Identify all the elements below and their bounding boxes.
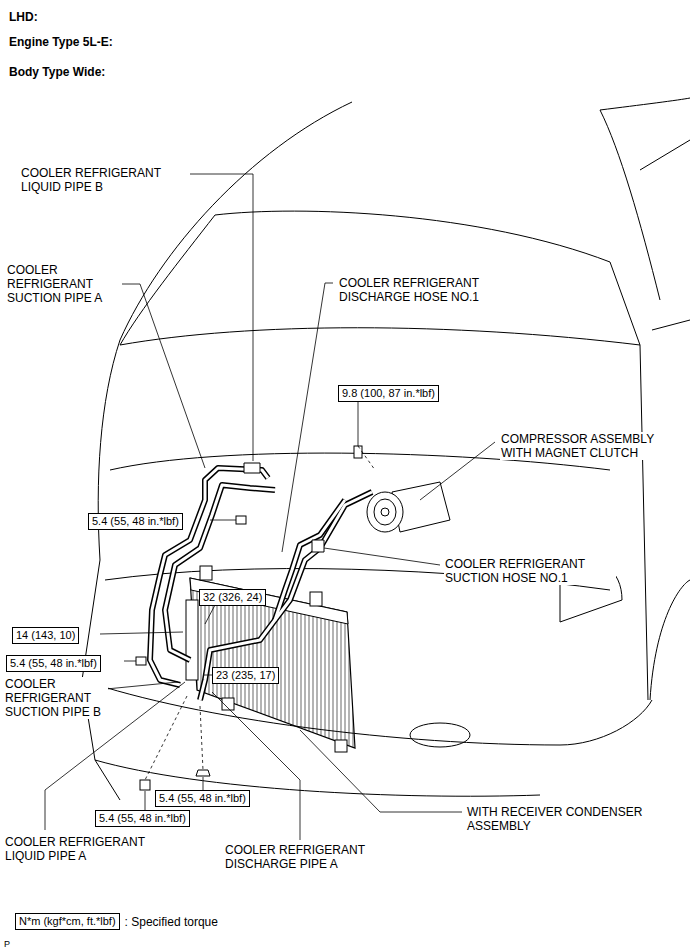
torque-value: 23 (235, 17) — [216, 669, 275, 681]
torque-box: 32 (326, 24) — [199, 589, 266, 606]
torque-box: 5.4 (55, 48 in.*lbf) — [6, 655, 101, 672]
torque-value: 5.4 (55, 48 in.*lbf) — [10, 657, 97, 669]
header-text: Engine Type 5L-E: — [8, 35, 114, 49]
torque-box: 5.4 (55, 48 in.*lbf) — [155, 790, 250, 807]
part-name: WITH RECEIVER CONDENSER ASSEMBLY — [466, 805, 668, 833]
torque-value: 32 (326, 24) — [203, 591, 262, 603]
torque-value: N*m (kgf*cm, ft.*lbf) — [19, 915, 116, 927]
bolts — [136, 516, 246, 790]
part-name: COOLER REFRIGERANT DISCHARGE PIPE A — [224, 843, 386, 871]
leader-lines — [45, 174, 495, 840]
torque-value: 14 (143, 10) — [16, 629, 75, 641]
torque-box: 9.8 (100, 87 in.*lbf) — [338, 385, 439, 402]
part-name: COOLER REFRIGERANT LIQUID PIPE A — [4, 835, 166, 863]
legend-torque-box: N*m (kgf*cm, ft.*lbf) — [15, 913, 120, 930]
part-name: COOLER REFRIGERANT SUCTION PIPE B — [4, 677, 108, 719]
torque-box: 23 (235, 17) — [212, 667, 279, 684]
part-name: COOLER REFRIGERANT SUCTION HOSE NO.1 — [444, 557, 616, 585]
part-name: COMPRESSOR ASSEMBLY WITH MAGNET CLUTCH — [500, 432, 674, 460]
part-name: COOLER REFRIGERANT DISCHARGE HOSE NO.1 — [338, 276, 520, 304]
torque-value: 5.4 (55, 48 in.*lbf) — [99, 812, 186, 824]
part-name: COOLER REFRIGERANT LIQUID PIPE B — [20, 166, 190, 194]
torque-value: 5.4 (55, 48 in.*lbf) — [159, 792, 246, 804]
van-body — [82, 98, 690, 800]
legend-text: : Specified torque — [124, 915, 219, 929]
torque-box: 5.4 (55, 48 in.*lbf) — [95, 810, 190, 827]
part-name: COOLER REFRIGERANT SUCTION PIPE A — [6, 263, 110, 305]
torque-value: 5.4 (55, 48 in.*lbf) — [92, 515, 179, 527]
header-text: LHD: — [8, 10, 39, 24]
torque-box: 14 (143, 10) — [12, 627, 79, 644]
figure-code: P — [3, 939, 11, 949]
refrigerant-pipes — [150, 463, 372, 700]
torque-value: 9.8 (100, 87 in.*lbf) — [342, 387, 435, 399]
compressor-illustration — [354, 446, 450, 532]
header-text: Body Type Wide: — [8, 65, 106, 79]
torque-box: 5.4 (55, 48 in.*lbf) — [88, 513, 183, 530]
